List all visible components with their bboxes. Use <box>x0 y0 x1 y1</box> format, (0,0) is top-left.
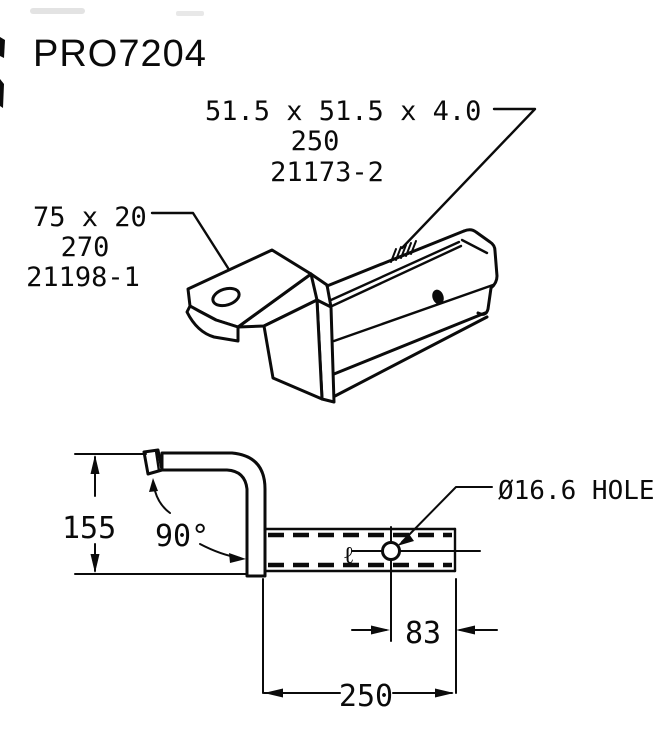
tube-label-leader <box>400 107 537 250</box>
page-title: PRO7204 <box>33 33 207 75</box>
edge-mark <box>0 79 4 108</box>
arrowhead-left <box>456 625 475 635</box>
bent-tab-line <box>154 449 161 473</box>
dim-155-text: 155 <box>62 511 116 546</box>
bracket-slot-hole <box>211 286 241 308</box>
tube-end-face <box>462 228 499 316</box>
centerline-symbol: ℓ <box>343 541 355 569</box>
tube-top-front-edge <box>329 240 461 302</box>
tube-bottom-rear-edge <box>333 315 489 398</box>
hole-leader <box>401 486 493 543</box>
bracket-label-leader <box>150 211 230 270</box>
arrowhead-right <box>435 688 454 698</box>
arrowhead-left <box>264 688 283 698</box>
bracket-bend-edge <box>309 272 333 309</box>
dimensions <box>74 453 498 698</box>
arrowhead-right <box>229 553 246 563</box>
dim-90deg <box>149 478 246 563</box>
dim-250 <box>262 578 454 698</box>
arrowhead-down <box>90 554 100 573</box>
tube-side-hole <box>432 289 444 305</box>
bracket-size-text: 75 x 20 <box>33 202 147 233</box>
isometric-view <box>150 107 537 404</box>
side-tube <box>263 527 457 573</box>
tube-end-inner-wall <box>460 238 489 255</box>
edge-mark <box>0 37 5 58</box>
tube-part-number: 21173-2 <box>270 157 384 188</box>
side-bracket <box>142 448 267 578</box>
bracket-profile <box>160 451 267 578</box>
arrowhead-up <box>90 455 100 474</box>
tube-callout-label: 51.5 x 51.5 x 4.0 250 21173-2 <box>205 96 481 188</box>
side-view <box>142 448 481 642</box>
tube-top-front-edge-2 <box>330 244 463 308</box>
side-hole <box>351 526 481 642</box>
tube-length-text: 250 <box>291 126 340 157</box>
bracket-callout-label: 75 x 20 270 21198-1 <box>26 202 147 293</box>
dim-hole-callout <box>397 486 493 546</box>
dim-83-text: 83 <box>405 616 441 651</box>
tube-size-text: 51.5 x 51.5 x 4.0 <box>205 96 481 127</box>
iso-bracket <box>185 248 336 404</box>
arrowhead-up-left <box>149 478 158 492</box>
iso-tube <box>325 228 499 398</box>
tube-bottom-front-edge <box>332 311 487 376</box>
bracket-thickness-band <box>185 304 240 343</box>
dim-155 <box>74 453 247 575</box>
tube-top-rear-edge <box>325 229 466 288</box>
dim-90deg-text: 90° <box>155 519 209 554</box>
dim-250-text: 250 <box>339 679 393 714</box>
hole-circle <box>381 541 401 561</box>
tube-seam-line <box>332 283 495 343</box>
dim-83 <box>351 578 498 694</box>
smudge <box>176 11 204 16</box>
bracket-front-face <box>262 298 324 401</box>
weld-hatch-marks <box>390 240 417 263</box>
smudge <box>30 8 85 14</box>
leader-up <box>154 490 171 514</box>
bracket-part-number: 21198-1 <box>26 262 140 293</box>
hole-label-text: Ø16.6 HOLE <box>498 476 655 506</box>
arrowhead-right <box>371 625 390 635</box>
arrowhead-hole <box>397 534 414 546</box>
paper-artifacts <box>0 8 204 108</box>
bracket-length-text: 270 <box>61 232 110 263</box>
